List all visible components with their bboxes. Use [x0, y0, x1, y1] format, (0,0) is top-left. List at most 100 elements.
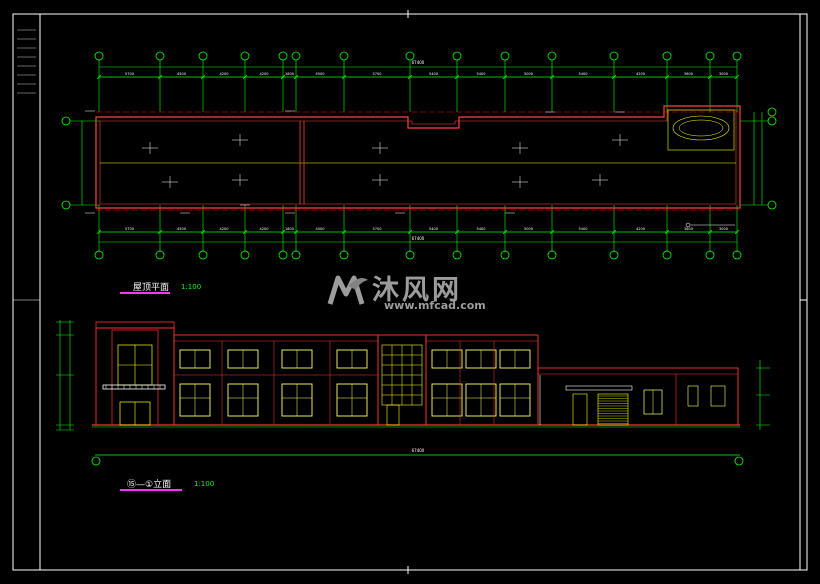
watermark-url: www.mfcad.com [384, 299, 486, 312]
dim-tick [157, 229, 163, 235]
axis-bubble-bottom [240, 250, 250, 260]
dim-seg: 5700 [125, 72, 134, 76]
dim-seg: 4500 [177, 72, 186, 76]
dim-seg: 1800 [285, 227, 294, 231]
roof-outline [95, 105, 741, 209]
axis-bubble-top [240, 51, 250, 61]
tower-cornice [95, 321, 175, 329]
elevation-view: 67400 [56, 320, 770, 466]
axis-bubble-bottom [278, 250, 288, 260]
dim-tick [611, 229, 617, 235]
drawing-frame [12, 10, 808, 574]
annex [537, 367, 739, 426]
entrance-canopy [102, 384, 166, 390]
dim-tick [200, 229, 206, 235]
roof-plan-title: 屋顶平面 [133, 283, 170, 293]
dim-tick [242, 229, 248, 235]
dim-seg: 3000 [719, 227, 728, 231]
inner-border [39, 13, 801, 571]
dim-total-top: 67400 [412, 60, 425, 65]
axis-bubble-bottom [339, 250, 349, 260]
axis-bubble-bottom [547, 250, 557, 260]
elevation-scale: 1:100 [194, 480, 215, 488]
dim-seg: 4200 [220, 227, 229, 231]
axis-bubble-bottom [452, 250, 462, 260]
dim-seg: 5000 [524, 72, 533, 76]
dim-total-bottom: 67400 [412, 236, 425, 241]
dim-tick [341, 74, 347, 80]
dim-tick [707, 229, 713, 235]
axis-bubble-top [609, 51, 619, 61]
dim-seg: 4200 [636, 72, 645, 76]
dim-seg: 1800 [285, 72, 294, 76]
dim-seg: 5700 [373, 227, 382, 231]
dim-seg: 3600 [684, 72, 693, 76]
roof-plan-title-underline [120, 292, 170, 294]
dim-seg: 5700 [373, 72, 382, 76]
dim-tick [200, 74, 206, 80]
axis-bubble-bottom [198, 250, 208, 260]
axis-bubble-right-c [767, 107, 777, 117]
elev-dim-total: 67400 [412, 448, 425, 453]
elevation-title: ⑮—①立面 [127, 480, 172, 490]
dim-tick [293, 74, 299, 80]
axis-bubble-right [767, 200, 777, 210]
axis-bubble-right [767, 116, 777, 126]
dim-tick [707, 74, 713, 80]
axis-bubble-top [500, 51, 510, 61]
annex-window-small [710, 385, 726, 407]
note-marker [685, 222, 691, 228]
dim-tick [502, 229, 508, 235]
dim-seg: 4500 [316, 227, 325, 231]
skylight-ellipse-inner [678, 119, 724, 137]
dim-seg: 4200 [220, 72, 229, 76]
axis-bubble-bottom [94, 250, 104, 260]
axis-bubble-top [155, 51, 165, 61]
dim-seg: 3600 [684, 227, 693, 231]
dim-seg: 5400 [477, 72, 486, 76]
dim-tick [242, 74, 248, 80]
axis-bubble-top [339, 51, 349, 61]
watermark: 沐风网 www.mfcad.com [322, 266, 502, 316]
dim-seg: 4200 [260, 227, 269, 231]
dim-tick [734, 74, 740, 80]
axis-bubble-bottom [500, 250, 510, 260]
axis-bubble-top [278, 51, 288, 61]
roof-plan-scale: 1:100 [181, 283, 202, 291]
dim-tick [341, 229, 347, 235]
dim-tick [280, 229, 286, 235]
dim-seg: 5400 [579, 227, 588, 231]
annex-canopy [565, 385, 633, 391]
axis-bubble-bottom [705, 250, 715, 260]
axis-bubble-top [198, 51, 208, 61]
axis-bubble-bottom [609, 250, 619, 260]
dim-seg: 4200 [636, 227, 645, 231]
dim-seg: 5700 [125, 227, 134, 231]
dim-seg: 4200 [260, 72, 269, 76]
dim-seg: 4500 [177, 227, 186, 231]
skylight-ellipse [672, 115, 730, 141]
axis-bubble-left [61, 116, 71, 126]
elevation-title-underline [120, 489, 182, 491]
dim-tick [454, 229, 460, 235]
main-block-left [173, 334, 379, 426]
mfcad-logo-icon [327, 275, 368, 305]
dim-tick [611, 74, 617, 80]
dim-seg: 5000 [524, 227, 533, 231]
annex-window-small [687, 385, 699, 407]
dim-tick [549, 229, 555, 235]
axis-bubble-bottom [662, 250, 672, 260]
roof-plan: 67400 67400 5700 5700 4500 4500 4200 4200 4200 42… [61, 51, 777, 260]
dim-tick [454, 74, 460, 80]
dim-tick [96, 229, 102, 235]
dim-tick [96, 74, 102, 80]
axis-bubble-top [291, 51, 301, 61]
roof-parapet-inner [99, 109, 737, 205]
dim-seg: 4500 [316, 72, 325, 76]
dim-tick [664, 74, 670, 80]
dim-seg: 3000 [719, 72, 728, 76]
axis-bubble-elev-right [734, 456, 744, 466]
axis-bubble-top [94, 51, 104, 61]
axis-bubble-top [732, 51, 742, 61]
dim-tick [734, 229, 740, 235]
